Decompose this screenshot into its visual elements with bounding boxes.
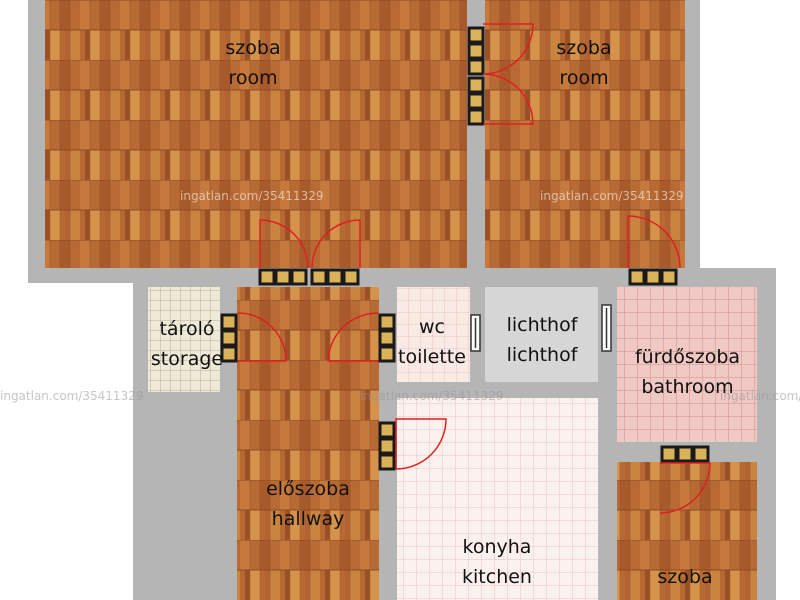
toilet-label: wc toilette <box>387 312 477 372</box>
storage-label-line1: tároló <box>159 318 215 340</box>
bathroom-label-line1: fürdőszoba <box>634 346 741 368</box>
kitchen-label: konyha kitchen <box>437 532 557 592</box>
room-nw-label-line1: szoba <box>225 37 281 59</box>
watermark-1: ingatlan.com/35411329 <box>180 189 324 203</box>
toilet-floor <box>397 287 470 382</box>
room-ne-floor <box>485 0 685 268</box>
room-se-label: szoba <box>625 562 745 592</box>
lichthof-label: lichthof lichthof <box>487 310 597 370</box>
lichthof-windows <box>470 304 612 352</box>
room-nw-label: szoba room <box>193 33 313 93</box>
storage-floor <box>148 287 220 392</box>
watermark-2: ingatlan.com/35411329 <box>540 189 684 203</box>
bathroom-label: fürdőszoba bathroom <box>620 342 755 402</box>
storage-label-line2: storage <box>150 348 224 370</box>
kitchen-label-line1: konyha <box>462 536 532 558</box>
storage-label: tároló storage <box>137 314 237 374</box>
hallway-label-line2: hallway <box>271 508 345 530</box>
hallway-label: előszoba hallway <box>248 474 368 534</box>
room-ne-label: szoba room <box>524 33 644 93</box>
toilet-label-line2: toilette <box>398 346 466 368</box>
kitchen-label-line2: kitchen <box>462 566 532 588</box>
hallway-floor <box>237 287 379 600</box>
kitchen-floor <box>397 398 598 600</box>
room-nw-floor <box>45 0 467 268</box>
bathroom-label-line2: bathroom <box>641 376 734 398</box>
bathroom-floor <box>617 287 757 442</box>
lichthof-label-line2: lichthof <box>506 344 578 366</box>
door-frames <box>220 26 710 471</box>
door-swings <box>237 23 711 514</box>
room-se-label-line1: szoba <box>657 566 713 588</box>
room-ne-label-line1: szoba <box>556 37 612 59</box>
watermark-3: ingatlan.com/35411329 <box>0 389 144 403</box>
lichthof-floor <box>485 287 598 382</box>
watermark-4: ingatlan.com/35411329 <box>360 389 504 403</box>
watermark-5: ingatlan.com/35411329 <box>720 389 800 403</box>
hallway-label-line1: előszoba <box>266 478 350 500</box>
toilet-label-line1: wc <box>419 316 445 338</box>
lichthof-label-line1: lichthof <box>506 314 578 336</box>
room-se-floor <box>617 462 757 600</box>
room-ne-label-line2: room <box>559 67 609 89</box>
room-nw-label-line2: room <box>228 67 278 89</box>
